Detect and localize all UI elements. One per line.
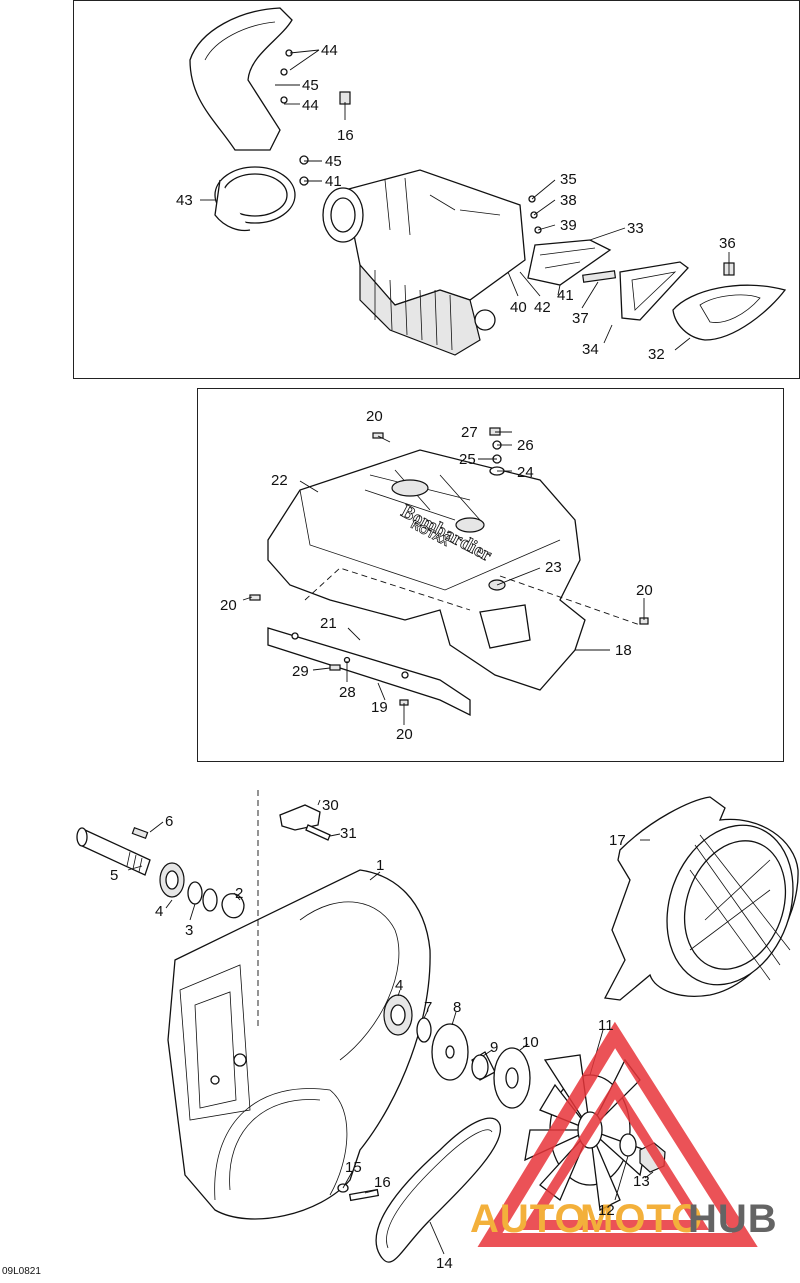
callout-42: 42 <box>534 299 551 316</box>
callout-7: 7 <box>424 999 432 1016</box>
callout-19: 19 <box>371 699 388 716</box>
callout-38: 38 <box>560 192 577 209</box>
callout-3: 3 <box>185 922 193 939</box>
callout-5: 5 <box>110 867 118 884</box>
callout-4: 4 <box>395 977 403 994</box>
callout-24: 24 <box>517 464 534 481</box>
fan-assembly <box>76 790 799 1263</box>
callout-45: 45 <box>302 77 319 94</box>
callout-2: 2 <box>235 885 243 902</box>
callout-4: 4 <box>155 903 163 920</box>
callout-39: 39 <box>560 217 577 234</box>
callout-16: 16 <box>374 1174 391 1191</box>
callout-27: 27 <box>461 424 478 441</box>
callout-33: 33 <box>627 220 644 237</box>
callout-35: 35 <box>560 171 577 188</box>
callout-30: 30 <box>322 797 339 814</box>
callout-36: 36 <box>719 235 736 252</box>
callout-14: 14 <box>436 1255 453 1272</box>
callout-26: 26 <box>517 437 534 454</box>
callout-37: 37 <box>572 310 589 327</box>
watermark-moto: MOTO <box>580 1197 703 1241</box>
reference-code: 09L0821 <box>2 1266 41 1277</box>
callout-17: 17 <box>609 832 626 849</box>
callout-6: 6 <box>165 813 173 830</box>
callout-10: 10 <box>522 1034 539 1051</box>
engine-assembly <box>189 7 787 356</box>
watermark-hub: HUB <box>688 1197 778 1241</box>
callout-labels: 44 45 44 16 45 41 43 35 38 39 33 36 41 4… <box>110 42 736 1272</box>
callout-12: 12 <box>598 1202 615 1219</box>
callout-20: 20 <box>636 582 653 599</box>
callout-43: 43 <box>176 192 193 209</box>
callout-20: 20 <box>220 597 237 614</box>
callout-11: 11 <box>598 1017 614 1034</box>
watermark: AUTO MOTO HUB <box>470 1021 778 1247</box>
callout-9: 9 <box>490 1039 498 1056</box>
callout-15: 15 <box>345 1159 362 1176</box>
engine-leaders <box>200 49 730 351</box>
callout-1: 1 <box>376 857 384 874</box>
callout-18: 18 <box>615 642 632 659</box>
callout-13: 13 <box>633 1173 650 1190</box>
callout-44: 44 <box>321 42 338 59</box>
callout-29: 29 <box>292 663 309 680</box>
callout-41: 41 <box>325 173 342 190</box>
watermark-auto: AUTO <box>470 1197 587 1241</box>
callout-28: 28 <box>339 684 356 701</box>
callout-40: 40 <box>510 299 527 316</box>
callout-8: 8 <box>453 999 461 1016</box>
callout-34: 34 <box>582 341 599 358</box>
callout-21: 21 <box>320 615 337 632</box>
callout-31: 31 <box>340 825 357 842</box>
callout-16: 16 <box>337 127 354 144</box>
callout-20: 20 <box>396 726 413 743</box>
callout-25: 25 <box>459 451 476 468</box>
callout-20: 20 <box>366 408 383 425</box>
callout-45: 45 <box>325 153 342 170</box>
engine-cover-assembly: Bombardier ROTAX <box>249 427 649 717</box>
cover-leaders <box>242 431 645 725</box>
callout-32: 32 <box>648 346 665 363</box>
callout-41: 41 <box>557 287 574 304</box>
callout-44: 44 <box>302 97 319 114</box>
callout-23: 23 <box>545 559 562 576</box>
callout-22: 22 <box>271 472 288 489</box>
